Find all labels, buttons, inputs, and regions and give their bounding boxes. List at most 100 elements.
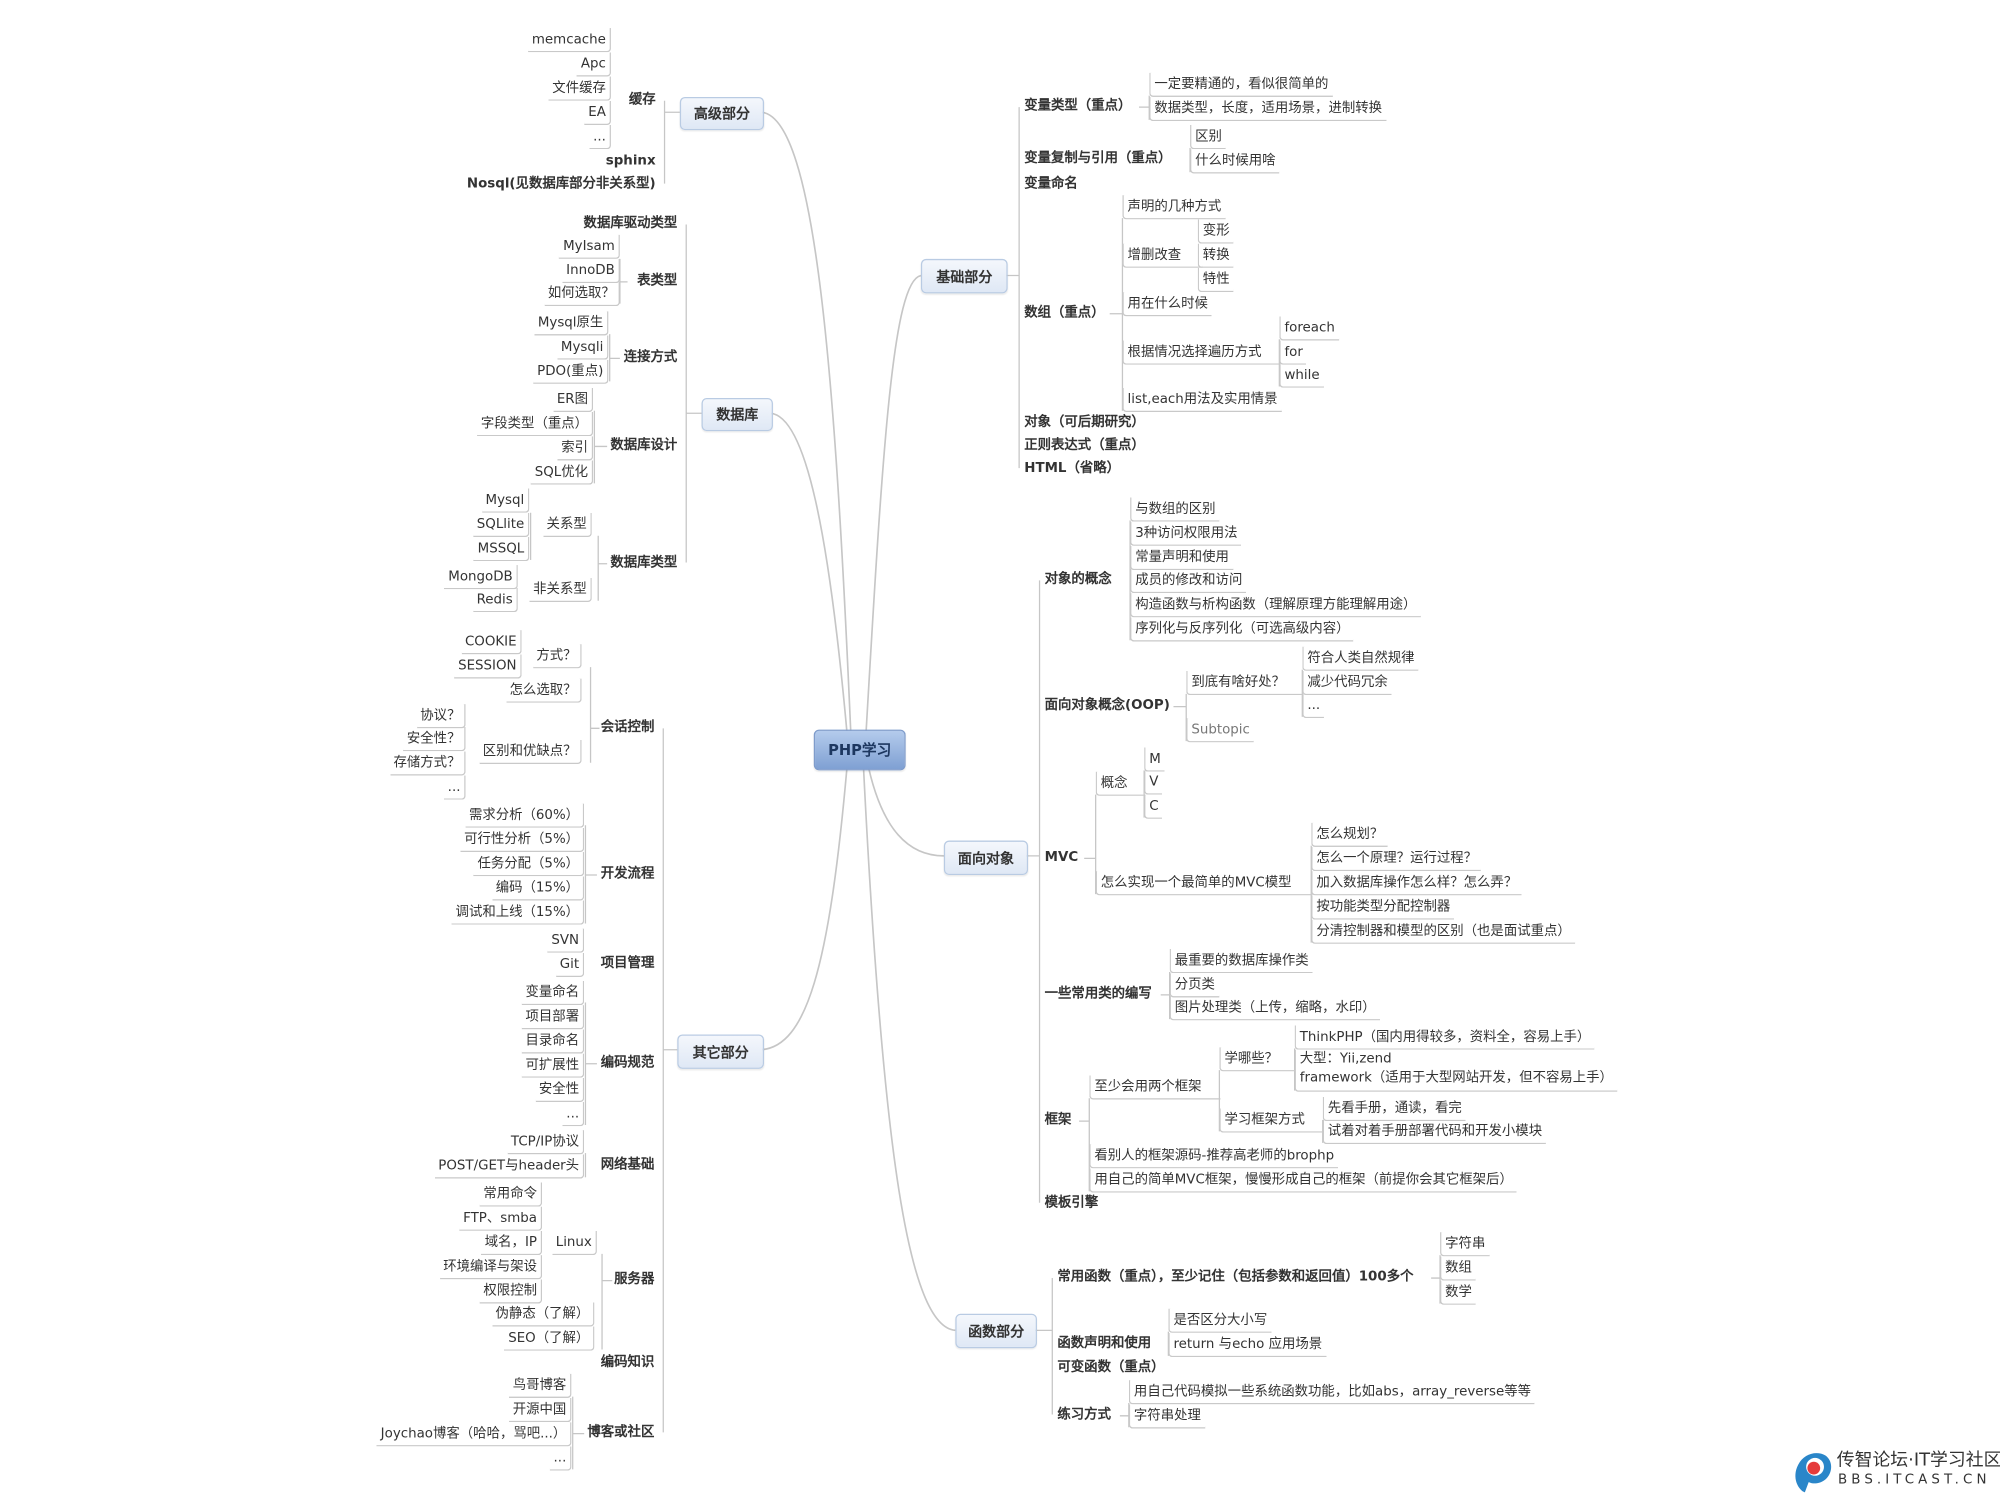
leaf-node[interactable]: 特性 [1197, 267, 1234, 293]
topic-nosql[interactable]: Nosql(见数据库部分非关系型) [466, 176, 656, 192]
leaf-node[interactable]: ThinkPHP（国内用得较多，资料全，容易上手） [1294, 1025, 1595, 1050]
leaf-node[interactable]: 需求分析（60%） [465, 803, 585, 828]
leaf-node[interactable]: 先看手册，通读，看完 [1322, 1096, 1466, 1122]
topic-server[interactable]: 服务器 [614, 1271, 655, 1287]
leaf-node[interactable]: 构造函数与析构函数（理解原理方能理解用途） [1130, 593, 1421, 618]
leaf-node[interactable]: POST/GET与header头 [434, 1154, 585, 1179]
topic-object-concept[interactable]: 对象的概念 [1044, 571, 1112, 587]
leaf-node[interactable]: 数学 [1440, 1280, 1476, 1305]
leaf-node[interactable]: MongoDB [444, 565, 518, 590]
leaf-node[interactable]: 可行性分析（5%） [460, 827, 585, 853]
leaf-node[interactable]: 分清控制器和模型的区别（也是面试重点） [1311, 919, 1575, 944]
leaf-node[interactable]: ... [589, 124, 611, 150]
leaf-node[interactable]: 字段类型（重点） [477, 411, 594, 437]
leaf-node[interactable]: MSSQL [473, 536, 530, 562]
leaf-node[interactable]: 3种访问权限用法 [1130, 521, 1242, 546]
leaf-node[interactable]: 安全性 [535, 1077, 585, 1103]
topic-mvc-concept[interactable]: 概念 [1095, 771, 1146, 796]
leaf-node[interactable]: 转换 [1197, 243, 1234, 268]
topic-loop[interactable]: 根据情况选择遍历方式 [1122, 340, 1281, 365]
topic-practice[interactable]: 练习方式 [1057, 1406, 1111, 1423]
branch-other[interactable]: 其它部分 [677, 1034, 765, 1069]
leaf-node-subtopic[interactable]: Subtopic [1186, 718, 1254, 743]
topic-object[interactable]: 对象（可后期研究） [1024, 414, 1145, 430]
topic-session[interactable]: 会话控制 [600, 719, 655, 735]
leaf-node[interactable]: 常用命令 [479, 1182, 543, 1207]
leaf-node[interactable]: MyIsam [559, 234, 620, 259]
leaf-node[interactable]: 字符串处理 [1128, 1404, 1205, 1429]
topic-array[interactable]: 数组（重点） [1024, 304, 1105, 321]
leaf-node[interactable]: memcache [528, 28, 611, 53]
topic-variable-functions[interactable]: 可变函数（重点） [1057, 1359, 1165, 1375]
topic-coding-standard[interactable]: 编码规范 [600, 1054, 655, 1071]
leaf-node[interactable]: C [1144, 794, 1163, 819]
leaf-node[interactable]: 如何选取？ [544, 281, 620, 307]
leaf-node[interactable]: ... [1302, 693, 1324, 719]
leaf-node[interactable]: Git [555, 952, 585, 978]
topic-crud[interactable]: 增删改查 [1122, 243, 1203, 268]
leaf-node[interactable]: TCP/IP协议 [507, 1130, 585, 1155]
leaf-node[interactable]: 目录命名 [521, 1029, 585, 1054]
topic-table-type[interactable]: 表类型 [637, 272, 678, 289]
topic-regex[interactable]: 正则表达式（重点） [1024, 437, 1145, 453]
topic-common-classes[interactable]: 一些常用类的编写 [1044, 985, 1152, 1002]
leaf-node[interactable]: 变形 [1197, 219, 1234, 244]
topic-template-engine[interactable]: 模板引擎 [1044, 1195, 1099, 1211]
leaf-node[interactable]: COOKIE [461, 630, 522, 655]
leaf-node[interactable]: InnoDB [562, 258, 620, 284]
leaf-node[interactable]: 可扩展性 [521, 1053, 585, 1078]
leaf-node[interactable]: ... [549, 1446, 572, 1471]
leaf-node[interactable]: 任务分配（5%） [473, 852, 585, 877]
leaf-node[interactable]: return 与echo 应用场景 [1168, 1332, 1327, 1358]
leaf-node[interactable]: Apc [577, 52, 611, 77]
leaf-node[interactable]: M [1144, 747, 1165, 772]
leaf-node[interactable]: SEO（了解） [504, 1326, 595, 1351]
leaf-node[interactable]: 鸟哥博客 [508, 1373, 572, 1398]
topic-blog[interactable]: 博客或社区 [587, 1424, 655, 1441]
topic-var-type[interactable]: 变量类型（重点） [1024, 98, 1132, 114]
topic-dev-process[interactable]: 开发流程 [600, 866, 655, 882]
topic-html[interactable]: HTML（省略） [1024, 460, 1121, 476]
leaf-node[interactable]: 一定要精通的，看似很简单的 [1149, 72, 1333, 97]
branch-database[interactable]: 数据库 [701, 397, 773, 432]
leaf-node[interactable]: foreach [1279, 316, 1339, 341]
leaf-node[interactable]: 大型：Yii,zend framework（适用于大型网站开发，但不容易上手） [1294, 1049, 1617, 1092]
branch-functions[interactable]: 函数部分 [955, 1313, 1037, 1349]
leaf-node[interactable]: 按功能类型分配控制器 [1311, 895, 1455, 920]
leaf-node[interactable]: for [1279, 340, 1307, 365]
topic-common-functions[interactable]: 常用函数（重点），至少记住（包括参数和返回值）100多个 [1057, 1269, 1414, 1285]
leaf-node[interactable]: 区别 [1190, 124, 1226, 150]
leaf-node[interactable]: V [1144, 770, 1163, 795]
leaf-node[interactable]: EA [584, 100, 611, 125]
leaf-node[interactable]: 常量声明和使用 [1130, 545, 1233, 571]
leaf-node[interactable]: 数组 [1440, 1256, 1476, 1281]
leaf-node[interactable]: 环境编译与架设 [439, 1255, 543, 1280]
leaf-node[interactable]: PDO(重点) [533, 359, 609, 384]
topic-framework[interactable]: 框架 [1044, 1112, 1072, 1128]
leaf-node[interactable]: 什么时候用啥 [1190, 149, 1280, 174]
leaf-node[interactable]: Mysql [481, 488, 530, 513]
leaf-node[interactable]: 试着对着手册部署代码和开发小模块 [1322, 1119, 1546, 1145]
leaf-node[interactable]: 与数组的区别 [1130, 497, 1220, 522]
leaf-node[interactable]: ER图 [553, 387, 594, 412]
topic-session-diff[interactable]: 区别和优缺点？ [478, 739, 582, 765]
leaf-node[interactable]: 用自己的简单MVC框架，慢慢形成自己的框架（前提你会其它框架后） [1089, 1168, 1517, 1193]
leaf-node[interactable]: 协议？ [416, 704, 466, 729]
leaf-node[interactable]: 索引 [557, 436, 594, 461]
leaf-node[interactable]: ... [443, 775, 466, 800]
leaf-node[interactable]: 文件缓存 [548, 76, 611, 101]
leaf-node[interactable]: 项目部署 [521, 1005, 585, 1030]
topic-project-mgmt[interactable]: 项目管理 [600, 955, 655, 971]
leaf-node[interactable]: Mysql原生 [534, 311, 609, 336]
topic-connect[interactable]: 连接方式 [623, 349, 678, 365]
leaf-node[interactable]: 变量命名 [521, 980, 585, 1006]
leaf-node[interactable]: 成员的修改和访问 [1130, 568, 1247, 594]
topic-linux[interactable]: Linux [551, 1230, 597, 1256]
topic-var-naming[interactable]: 变量命名 [1024, 176, 1078, 192]
topic-oop-concept[interactable]: 面向对象概念(OOP) [1044, 697, 1170, 714]
leaf-node[interactable]: 看别人的框架源码-推荐高老师的brophp [1089, 1144, 1338, 1169]
topic-function-declare[interactable]: 函数声明和使用 [1057, 1335, 1152, 1351]
leaf-node[interactable]: 怎么规划？ [1311, 822, 1388, 847]
leaf-node[interactable]: 用在什么时候 [1122, 292, 1212, 317]
branch-basics[interactable]: 基础部分 [920, 258, 1008, 294]
